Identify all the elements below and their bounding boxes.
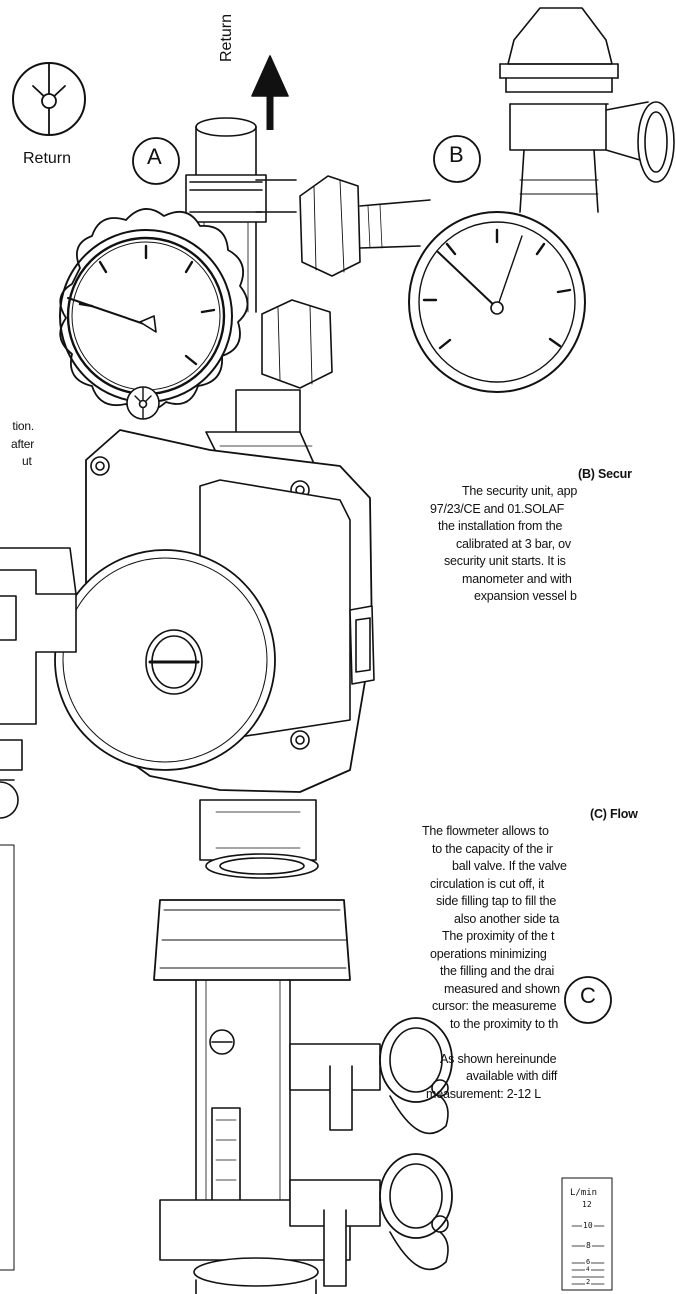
label-a: A [147,144,162,169]
manometer-b [408,211,586,393]
return-arrow-icon [251,55,289,130]
section-c-heading: (C) Flow [590,807,638,821]
scale-inset-unit: L/min [570,1188,598,1198]
return-circulator-symbol-icon [12,62,86,136]
scale-inset-tick-8: 8 [585,1241,592,1250]
scale-inset-tick-10: 10 [582,1221,594,1230]
flowmeter-pipe [153,799,351,1294]
scale-inset-tick-2: 2 [585,1278,592,1286]
section-b-heading: (B) Secur [578,467,632,481]
left-partial-text: tion. after ut [10,419,34,468]
drain-tap-lower [289,1153,453,1287]
label-c-circle [564,976,612,1024]
label-b-circle [433,135,481,183]
thermometer-gauge [59,208,249,420]
label-a-circle [132,137,180,185]
left-side-fittings [0,547,77,819]
security-valve [499,7,675,213]
label-c: C [580,983,596,1008]
section-b-text: (B) Secur [480,466,676,484]
label-b: B [449,142,464,167]
section-c-body: The flowmeter allows to to the capacity … [422,824,567,1101]
scale-inset-tick-12: 12 [582,1200,592,1209]
circulation-pump [54,429,375,793]
return-pipe-top [185,117,297,313]
filling-tap-upper [289,1017,453,1135]
section-b-body: The security unit, app 97/23/CE and 01.S… [430,484,578,603]
return-symbol-caption: Return [23,150,72,167]
return-arrow-label: Return [218,13,235,62]
scale-inset-tick-4: 4 [585,1266,591,1273]
left-panel-frame [0,844,15,1271]
scale-inset-tick-6: 6 [585,1258,592,1266]
security-unit-connector [299,175,431,277]
